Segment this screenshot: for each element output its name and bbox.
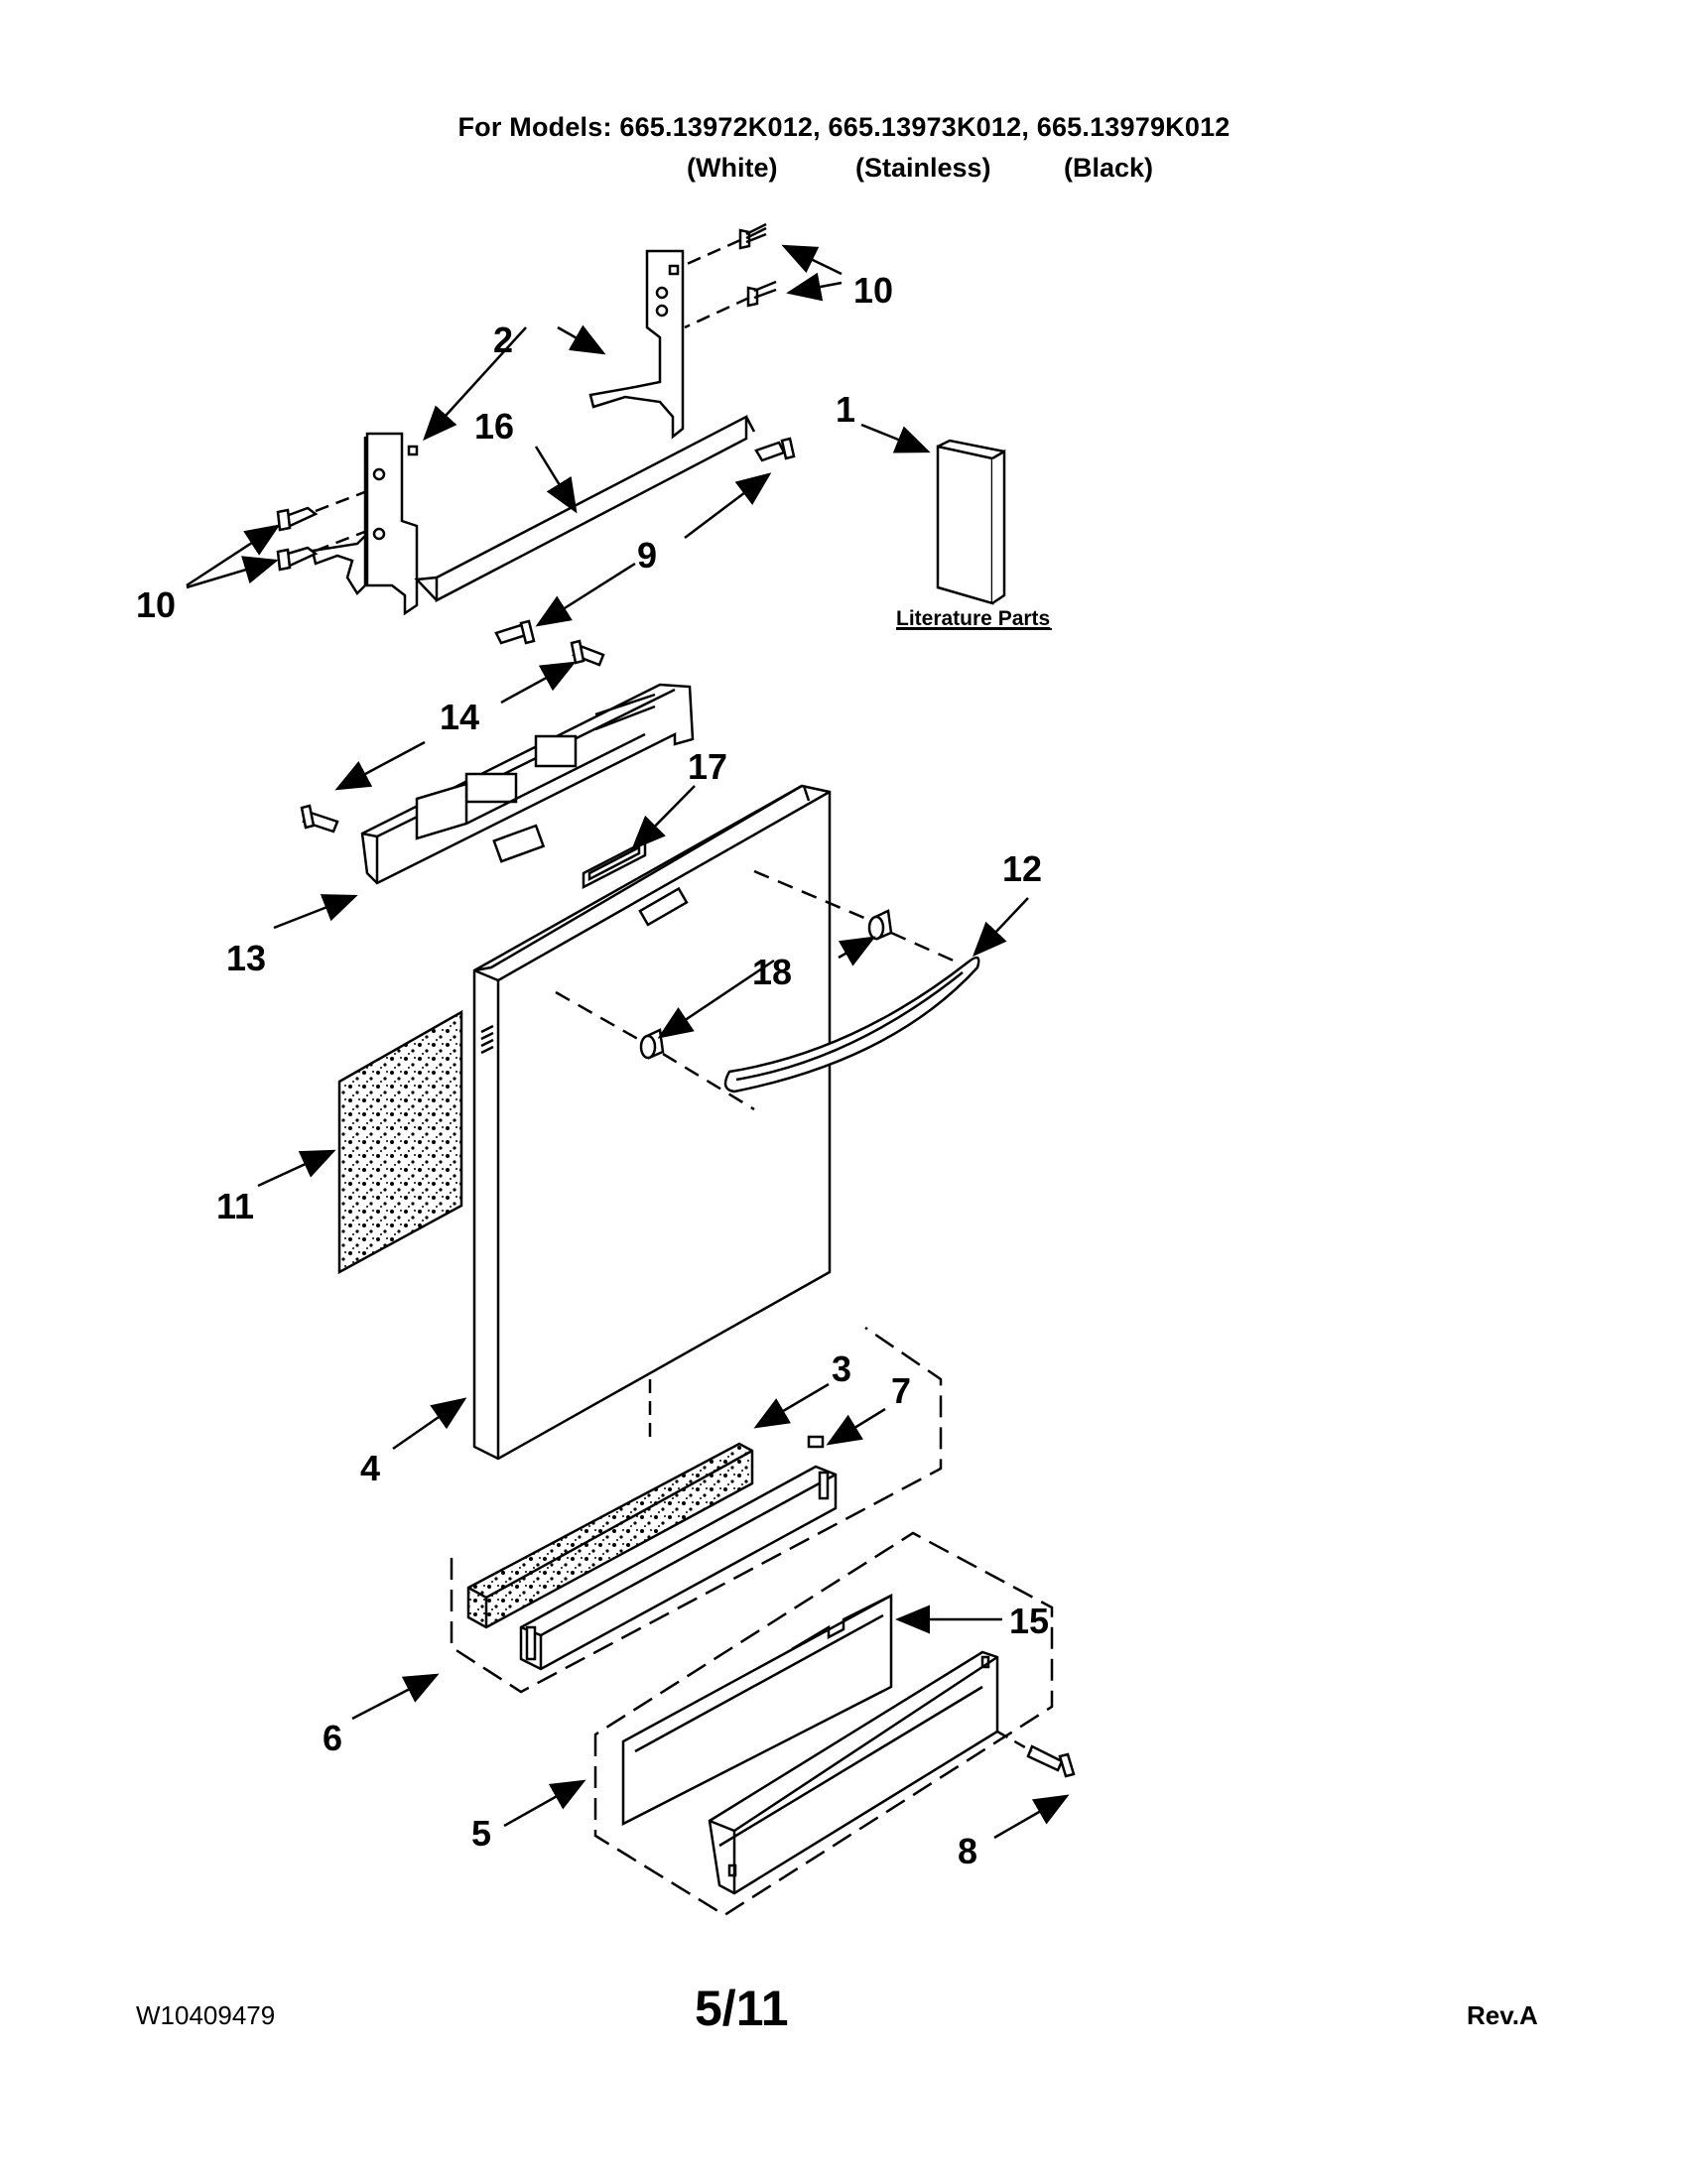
callout-6: 6	[323, 1718, 342, 1758]
door-trim-strip	[519, 1465, 838, 1671]
callout-4: 4	[360, 1448, 380, 1488]
callout-9: 9	[637, 535, 657, 576]
literature-booklet	[936, 439, 1006, 605]
callout-17: 17	[688, 746, 727, 787]
callout-8: 8	[958, 1831, 977, 1871]
models-header: For Models: 665.13972K012, 665.13973K012…	[457, 112, 1231, 142]
revision-label: Rev.A	[1467, 2000, 1538, 2030]
door-handle	[723, 956, 980, 1093]
screw-left-1	[276, 506, 319, 532]
handle-spacer-right	[867, 909, 893, 941]
rail-screw-right	[754, 437, 796, 462]
trim-clip	[807, 1435, 825, 1449]
callout-1: 1	[836, 389, 855, 430]
page-number: 5/11	[695, 1981, 789, 2036]
latch-screw-top	[570, 639, 605, 667]
callout-7: 7	[891, 1370, 911, 1411]
callout-15: 15	[1009, 1601, 1049, 1641]
callout-5: 5	[471, 1813, 491, 1854]
screw-left-2	[276, 546, 319, 572]
toe-panel	[621, 1593, 893, 1827]
kickplate-screw	[1026, 1744, 1076, 1778]
variant-stainless: (Stainless)	[855, 153, 991, 183]
kit-6-dashed-box	[450, 1326, 943, 1694]
callout-16: 16	[474, 406, 514, 447]
rail-screw-left	[494, 619, 536, 645]
callout-3: 3	[832, 1349, 851, 1389]
door-vent	[480, 1024, 494, 1055]
variant-white: (White)	[687, 153, 778, 183]
door-panel	[472, 784, 832, 1461]
callout-12: 12	[1002, 848, 1042, 889]
screw-top-right-1	[738, 222, 767, 250]
variant-black: (Black)	[1064, 153, 1154, 183]
callout-10-top: 10	[853, 270, 893, 311]
callout-14: 14	[440, 697, 479, 737]
callout-10-left: 10	[136, 584, 176, 625]
left-mount-bracket	[311, 432, 419, 616]
right-mount-bracket	[588, 249, 685, 440]
kit-5-dashed-box	[593, 1531, 1054, 1917]
door-handle-opening	[638, 886, 689, 927]
latch-assembly	[360, 683, 695, 885]
callout-2: 2	[493, 320, 513, 360]
door-seal-foam	[466, 1442, 754, 1629]
door-insulation	[337, 1009, 463, 1275]
screw-top-right-2	[746, 280, 777, 308]
literature-label: Literature Parts	[896, 607, 1050, 630]
latch-screw-bottom	[300, 804, 339, 834]
callout-13: 13	[226, 938, 266, 978]
top-trim-rail	[414, 414, 756, 603]
document-number: W10409479	[136, 2000, 276, 2030]
door-label-slot	[582, 838, 647, 890]
callout-11: 11	[216, 1186, 254, 1226]
callout-18: 18	[752, 952, 792, 992]
